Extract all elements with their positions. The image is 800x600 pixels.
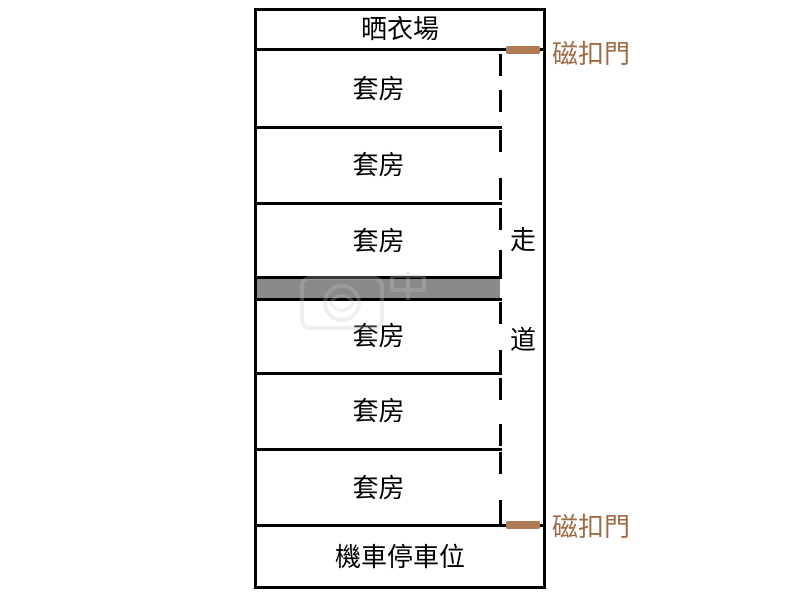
bottom-area-divider	[257, 524, 543, 527]
magnetic-door-icon	[506, 46, 540, 54]
corridor-wall-segment	[499, 208, 502, 230]
corridor-wall-segment	[499, 350, 502, 372]
corridor-wall-segment	[499, 452, 502, 474]
room-divider	[257, 202, 502, 205]
magnetic-door-label: 磁扣門	[552, 40, 631, 70]
corridor-wall-segment	[499, 424, 502, 446]
parking-area-label: 機車停車位	[334, 543, 465, 573]
magnetic-door-icon	[506, 521, 540, 529]
top-area-divider	[257, 48, 543, 51]
corridor-wall-segment	[499, 130, 502, 152]
room-label: 套房	[352, 75, 405, 105]
corridor-label-char: 走	[509, 226, 536, 256]
corridor-wall-segment	[499, 378, 502, 400]
room-divider	[257, 372, 502, 375]
corridor-wall-segment	[499, 500, 502, 524]
room-label: 套房	[352, 322, 405, 352]
building-outline	[254, 8, 546, 589]
floor-divider-band	[257, 278, 500, 298]
corridor-wall-segment	[499, 90, 502, 112]
room-divider	[257, 126, 502, 129]
drying-area-label: 晒衣場	[360, 15, 439, 45]
corridor-label-char: 道	[509, 326, 536, 356]
room-label: 套房	[352, 151, 405, 181]
corridor-wall-segment	[499, 302, 502, 324]
room-divider	[257, 276, 502, 279]
room-divider	[257, 298, 502, 301]
magnetic-door-label: 磁扣門	[552, 513, 631, 543]
corridor-wall-segment	[499, 54, 502, 76]
corridor-wall-segment	[499, 250, 502, 276]
room-label: 套房	[352, 397, 405, 427]
room-label: 套房	[352, 227, 405, 257]
corridor-wall-segment	[499, 178, 502, 200]
room-divider	[257, 448, 502, 451]
room-label: 套房	[352, 474, 405, 504]
